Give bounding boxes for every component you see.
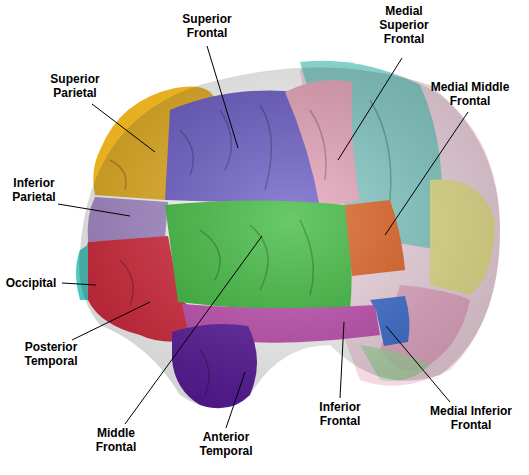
region-label: Medial Superior Frontal [368,4,440,46]
region-label: Inferior Frontal [305,400,375,428]
gyri-texture [110,100,391,395]
region-label: Medial Inferior Frontal [425,404,517,432]
region-label: Middle Frontal [84,426,148,454]
region-label: Occipital [0,276,62,290]
region-label: Posterior Temporal [14,340,88,368]
region-label: Superior Frontal [172,12,242,40]
region-label: Superior Parietal [40,72,110,100]
region-label: Medial Middle Frontal [425,80,515,108]
region-label: Anterior Temporal [188,430,264,458]
shading [79,68,500,408]
region-label: Inferior Parietal [2,176,66,204]
leader-lines [58,46,468,428]
